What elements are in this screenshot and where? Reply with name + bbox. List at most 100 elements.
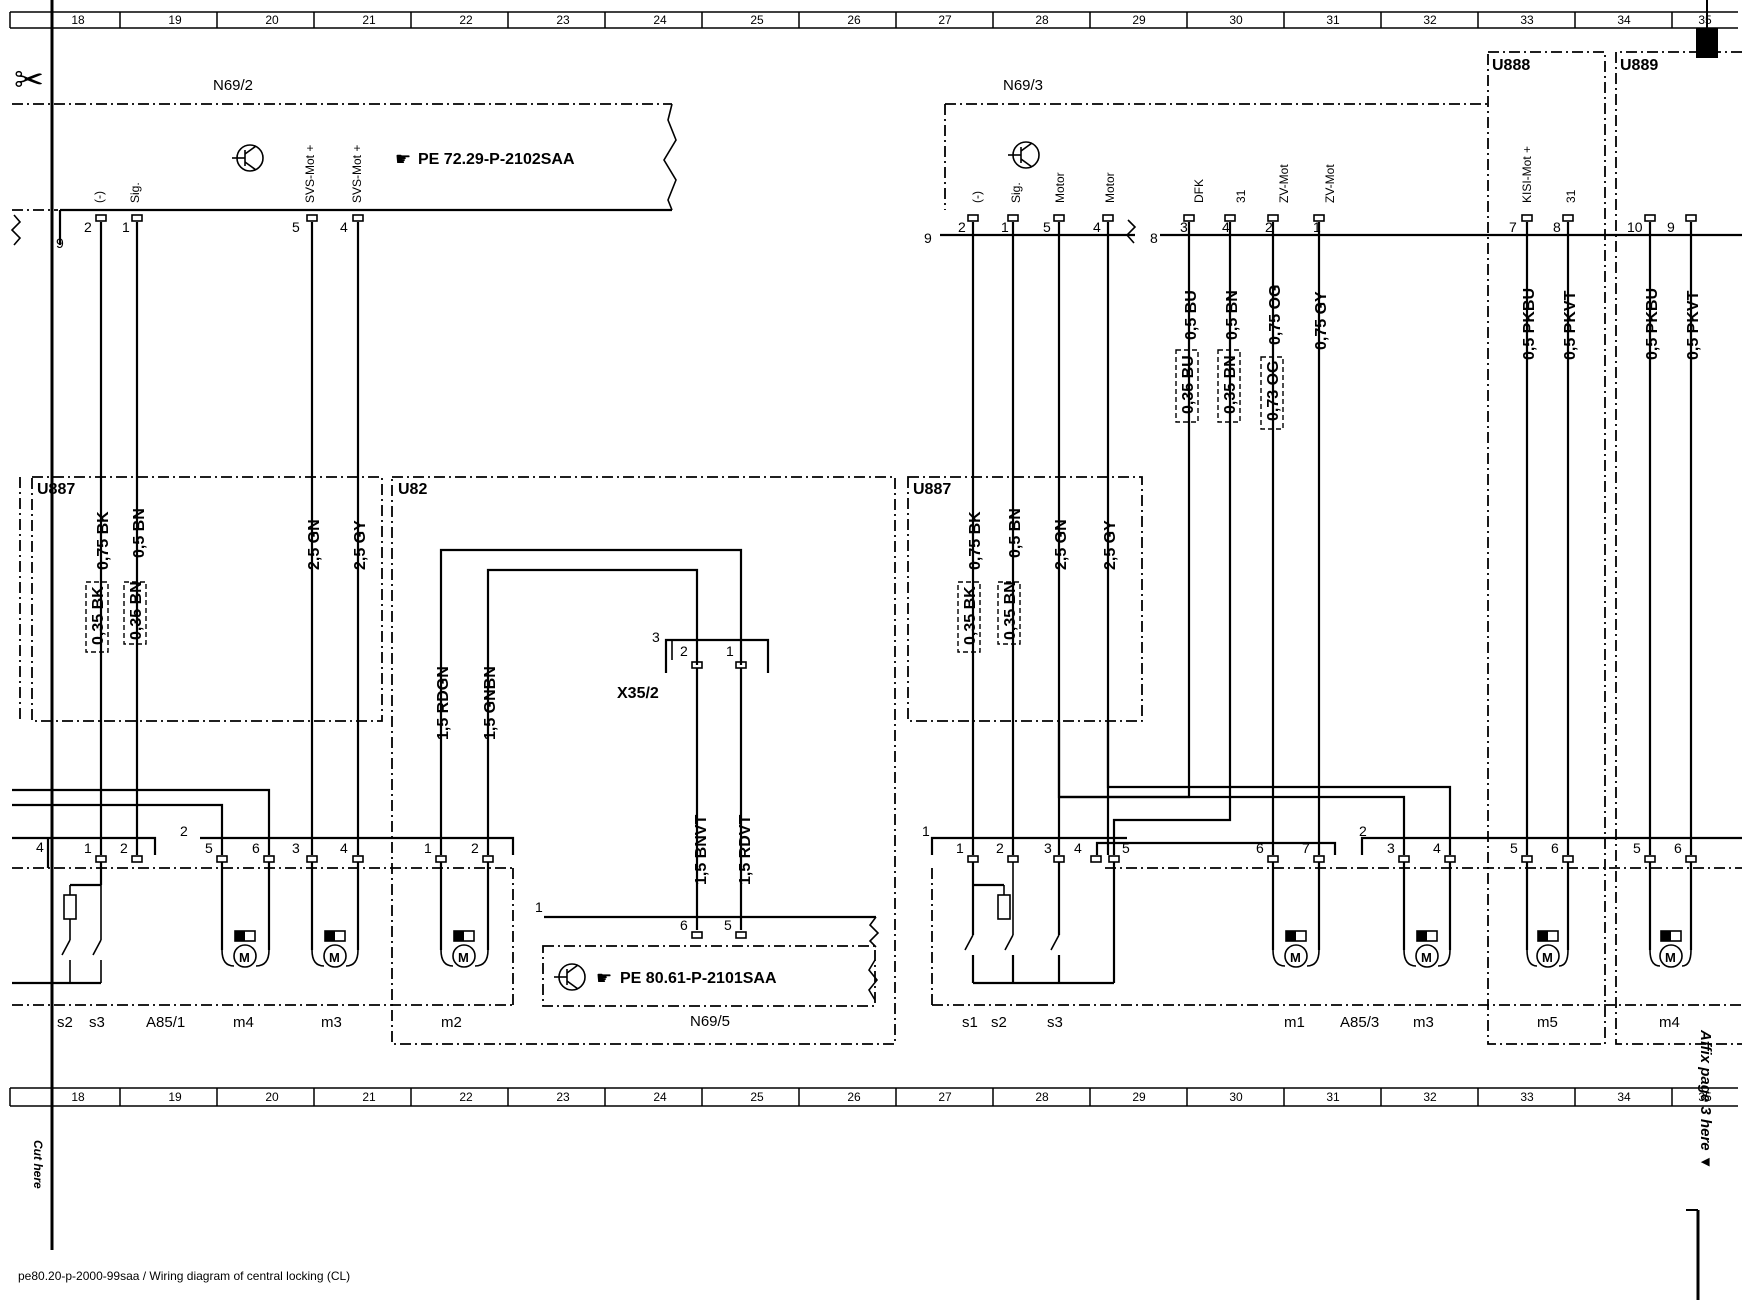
n69-2-label: N69/2 <box>213 77 253 94</box>
pin-number: 7 <box>1302 840 1310 856</box>
grid-number: 22 <box>459 13 473 27</box>
wire-label: 0,75 BK <box>967 511 984 570</box>
motor-icon: M <box>1421 950 1432 965</box>
grid-number: 34 <box>1617 13 1631 27</box>
conn-number: 9 <box>56 235 64 251</box>
grid-number: 19 <box>168 1090 182 1104</box>
a85-3-pins: 1 2 3 4 5 6 7 3 4 5 6 5 6 <box>956 840 1697 863</box>
grid-number: 27 <box>938 13 952 27</box>
motor-icon: M <box>458 950 469 965</box>
pin-name: (-) <box>92 191 106 203</box>
grid-number: 24 <box>653 13 667 27</box>
component-label: s3 <box>1047 1014 1063 1031</box>
grid-number: 26 <box>847 13 861 27</box>
grid-number: 19 <box>168 13 182 27</box>
wire-group-left: 0,75 BK 0,5 BN 2,5 GN 2,5 GY 0,35 BK 0,3… <box>85 214 369 855</box>
wire-label: 2,5 GY <box>1102 520 1119 570</box>
grid-number: 30 <box>1229 1090 1243 1104</box>
wire-label: 2,5 GN <box>306 519 323 570</box>
a85-1-label: A85/1 <box>146 1014 185 1031</box>
grid-number: 25 <box>750 13 764 27</box>
n69-3-pin: KISI-Mot + 7 <box>1509 146 1534 235</box>
pin-name: KISI-Mot + <box>1520 146 1534 203</box>
pin-number: 2 <box>958 219 966 235</box>
grid-number: 23 <box>556 1090 570 1104</box>
motor-icon: M <box>1665 950 1676 965</box>
pin-number: 9 <box>1667 219 1675 235</box>
grid-number: 35 <box>1698 1090 1712 1104</box>
pin-number: 3 <box>1387 840 1395 856</box>
wire-group-right: 0,75 BK 0,5 BN 2,5 GN 2,5 GY 0,35 BK 0,3… <box>957 214 1702 855</box>
pin-number: 1 <box>424 840 432 856</box>
grid-number: 21 <box>362 13 376 27</box>
grid-number: 31 <box>1326 1090 1340 1104</box>
n69-3-pin: ZV-Mot 1 <box>1313 164 1337 235</box>
pin-name: ZV-Mot <box>1323 164 1337 203</box>
pin-number: 3 <box>1044 840 1052 856</box>
grid-number: 18 <box>71 13 85 27</box>
n69-3-pin: 9 <box>1667 219 1675 235</box>
pin-number: 2 <box>84 219 92 235</box>
motor-m1: M <box>1271 862 1321 968</box>
pin-number: 1 <box>84 840 92 856</box>
wire-label: 1,5 RDVT <box>737 815 754 885</box>
u82-wiring: 1,5 RDGN 1,5 GNBN 2 1 3 X35/2 1,5 BNVT 1… <box>435 548 880 1030</box>
wire-label: 0,35 BU <box>1180 355 1197 414</box>
pin-name: DFK <box>1192 179 1206 203</box>
hand-pointer-icon: ☛ <box>395 149 411 169</box>
n69-3-pin: DFK 3 <box>1180 179 1206 235</box>
n69-3-pin: ZV-Mot 2 <box>1265 164 1291 235</box>
conn-number: 9 <box>924 230 932 246</box>
wire-label: 0,5 BN <box>1007 508 1024 558</box>
diagram-caption: pe80.20-p-2000-99saa / Wiring diagram of… <box>18 1269 351 1283</box>
motor-icon: M <box>329 950 340 965</box>
pin-number: 5 <box>205 840 213 856</box>
component-label: s3 <box>89 1014 105 1031</box>
pin-number: 2 <box>996 840 1004 856</box>
wire-label: 0,75 OG <box>1267 285 1284 345</box>
motor-m3: M <box>310 862 360 968</box>
pin-name: ZV-Mot <box>1277 164 1291 203</box>
u82-box: U82 <box>391 476 896 1045</box>
motor-icon: M <box>1290 950 1301 965</box>
component-label: m1 <box>1284 1014 1305 1031</box>
cut-line: ✂ Cut here <box>14 0 54 1250</box>
motor-m5: M <box>1525 862 1570 968</box>
grid-number: 24 <box>653 1090 667 1104</box>
pin-number: 1 <box>1001 219 1009 235</box>
pin-number: 1 <box>122 219 130 235</box>
pin-number: 5 <box>1043 219 1051 235</box>
wire-label: 0,35 BN <box>1002 581 1019 640</box>
grid-number: 34 <box>1617 1090 1631 1104</box>
pin-name: Sig. <box>1009 182 1023 203</box>
a85-3-module: 1 2 1 2 3 4 5 6 7 3 4 5 6 5 <box>922 823 1742 1031</box>
pin-name: 31 <box>1234 189 1248 203</box>
wire-label: 2,5 GY <box>352 520 369 570</box>
wire-label: 0,5 PKVT <box>1685 290 1702 360</box>
n69-3-module: N69/3 9 8 (-) 2 Sig. 1 Motor 5 Motor 4 <box>924 77 1742 246</box>
u888-label: U888 <box>1492 57 1530 74</box>
n69-3-pin: Motor 5 <box>1043 172 1067 235</box>
conn-number: 8 <box>1150 230 1158 246</box>
pin-name: SVS-Mot + <box>350 145 364 203</box>
affix-note-group: Affix page 3 here ▼ <box>1686 0 1718 1300</box>
a85-1-pins: 1 2 5 6 3 4 1 2 <box>84 840 494 863</box>
pin-number: 3 <box>292 840 300 856</box>
pin-number: 2 <box>471 840 479 856</box>
component-label: s2 <box>57 1014 73 1031</box>
n69-2-pin: Sig. 1 <box>122 182 142 235</box>
motor-icon: M <box>239 950 250 965</box>
n69-5-ref: PE 80.61-P-2101SAA <box>620 970 777 987</box>
pin-name: Motor <box>1103 172 1117 203</box>
a85-3-label: A85/3 <box>1340 1014 1379 1031</box>
n69-2-pin: (-) 2 <box>84 191 106 235</box>
bottom-grid-ruler: 18 19 20 21 22 23 24 25 26 27 28 29 30 3… <box>9 1087 1738 1107</box>
n69-3-pin: 10 <box>1627 219 1643 235</box>
pin-number: 5 <box>1510 840 1518 856</box>
pin-number: 7 <box>1509 219 1517 235</box>
grid-number: 33 <box>1520 13 1534 27</box>
pin-number: 5 <box>1122 840 1130 856</box>
x35-pin: 2 <box>680 643 688 659</box>
grid-number: 28 <box>1035 13 1049 27</box>
wire-label: 0,5 BN <box>1224 290 1241 340</box>
